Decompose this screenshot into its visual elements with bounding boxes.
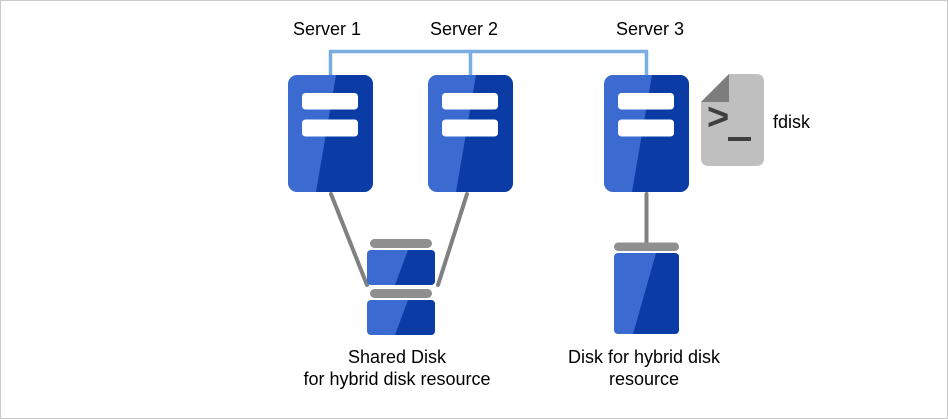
hybrid-disk-icon: [614, 243, 679, 335]
server1-shared-disk-link: [329, 192, 369, 287]
server3-label: Server 3: [615, 19, 685, 39]
server2-label: Server 2: [429, 19, 499, 39]
fdisk-script-icon: >: [701, 74, 764, 166]
shared-disk-caption-line2: for hybrid disk resource: [303, 369, 491, 389]
page-fold-corner: [701, 74, 729, 102]
hybrid-disk-caption-line2: resource: [608, 369, 680, 389]
shared-disk-icon: [367, 239, 435, 335]
fdisk-label: fdisk: [773, 112, 811, 132]
server2-shared-disk-link: [436, 192, 469, 287]
interconnect-line: [328, 49, 649, 75]
hybrid-disk-caption-line1: Disk for hybrid disk: [567, 347, 721, 367]
terminal-cursor-underscore: [728, 137, 751, 141]
hybrid-disk-caption: Disk for hybrid disk resource: [568, 346, 720, 390]
server2-icon: [428, 75, 513, 192]
shared-disk-caption: Shared Disk for hybrid disk resource: [303, 346, 490, 390]
server3-icon: [604, 75, 689, 192]
server1-label: Server 1: [292, 19, 362, 39]
terminal-prompt-glyph: >: [707, 97, 729, 139]
shared-disk-caption-line1: Shared Disk: [347, 347, 447, 367]
server1-icon: [288, 75, 373, 192]
